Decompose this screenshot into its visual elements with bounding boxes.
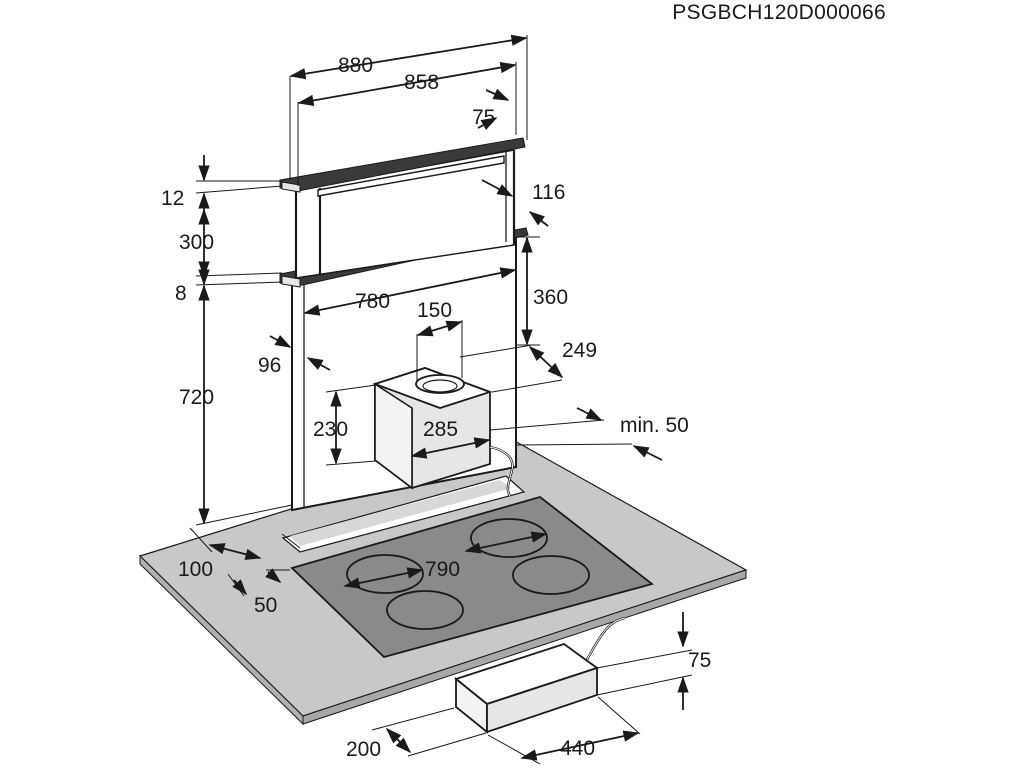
label-100: 100 bbox=[178, 558, 213, 581]
label-300: 300 bbox=[179, 231, 214, 254]
cooking-zone-front-center bbox=[386, 590, 464, 630]
label-858: 858 bbox=[404, 71, 439, 94]
label-96: 96 bbox=[258, 354, 281, 377]
fan-unit bbox=[454, 643, 599, 734]
label-75-fan: 75 bbox=[688, 649, 711, 672]
cooking-zone-rear bbox=[470, 518, 548, 558]
label-75-top: 75 bbox=[472, 106, 495, 129]
dimension-lines bbox=[189, 34, 693, 765]
label-285: 285 bbox=[423, 418, 458, 441]
label-150: 150 bbox=[417, 299, 452, 322]
label-720: 720 bbox=[179, 386, 214, 409]
dimension-labels: 880 858 75 116 12 300 8 780 150 360 249 … bbox=[161, 54, 711, 761]
label-880: 880 bbox=[338, 54, 373, 77]
label-360: 360 bbox=[533, 286, 568, 309]
label-50: 50 bbox=[254, 594, 277, 617]
label-230: 230 bbox=[313, 418, 348, 441]
cooking-zone-right bbox=[512, 555, 590, 595]
label-790: 790 bbox=[425, 558, 460, 581]
label-12: 12 bbox=[161, 187, 184, 210]
label-200: 200 bbox=[346, 738, 381, 761]
label-440: 440 bbox=[560, 737, 595, 760]
reference-code: PSGBCH120D000066 bbox=[672, 1, 886, 24]
label-116: 116 bbox=[532, 181, 565, 204]
cooking-zone-front-left bbox=[346, 554, 424, 594]
label-8: 8 bbox=[175, 282, 187, 305]
outlet-collar bbox=[415, 374, 465, 394]
label-min-50: min. 50 bbox=[620, 414, 689, 437]
label-249: 249 bbox=[562, 339, 597, 362]
label-780: 780 bbox=[355, 290, 390, 313]
